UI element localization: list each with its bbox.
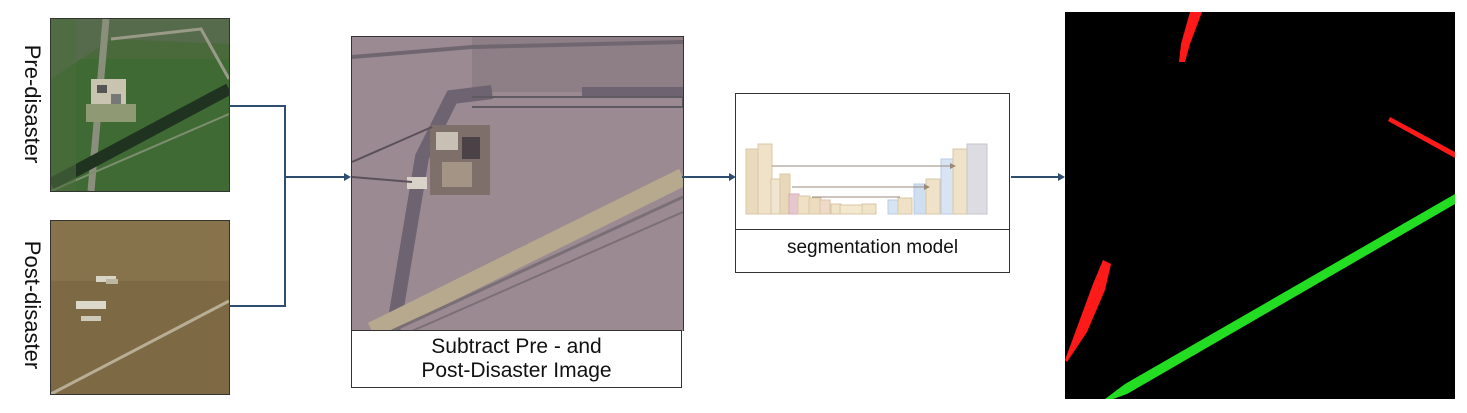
pre-connector (229, 105, 286, 307)
arrowhead-3 (1058, 173, 1065, 181)
segmentation-model-label: segmentation model (786, 237, 959, 258)
mask-region-red-left (1065, 260, 1111, 362)
post-disaster-label: Post-disaster (20, 240, 45, 370)
mask-region-red-right (1388, 117, 1455, 158)
post-disaster-image (50, 220, 230, 395)
subtracted-image (351, 36, 684, 331)
pre-disaster-image (50, 18, 230, 192)
pre-disaster-label: Pre-disaster (20, 44, 45, 164)
model-label-divider (736, 229, 1009, 230)
subtract-caption-line2: Post-Disaster Image (421, 359, 612, 382)
subtract-caption-line1: Subtract Pre - and (431, 335, 602, 358)
segmentation-output-mask (1065, 12, 1455, 399)
arrowhead-1 (344, 173, 351, 181)
unet-architecture-icon (745, 143, 988, 215)
subtract-caption: Subtract Pre - and Post-Disaster Image (351, 330, 682, 388)
mask-region-green (1105, 194, 1455, 399)
segmentation-model-box: segmentation model (735, 93, 1010, 273)
mask-region-red-top (1179, 12, 1202, 62)
